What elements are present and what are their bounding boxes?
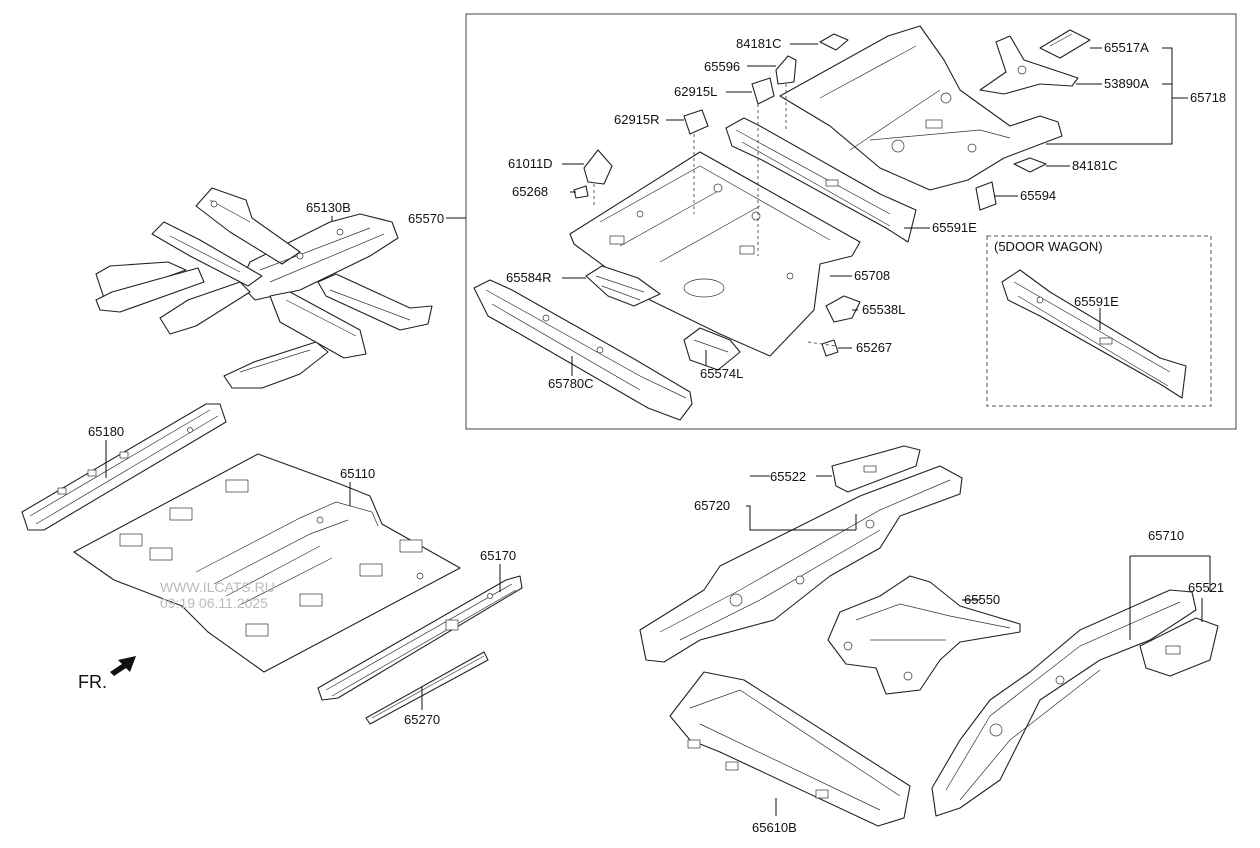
part-61011d-bracket [583, 149, 613, 185]
part-65591e-crossmember [725, 117, 917, 243]
watermark-site: WWW.ILCATS.RU [160, 579, 275, 595]
watermark-timestamp: 09:19 06.11.2025 [160, 595, 268, 611]
part-65130b-crossmember [95, 187, 433, 389]
part-65170-side-member [317, 575, 523, 701]
label-53890a[interactable]: 53890A [1104, 76, 1149, 91]
label-65270[interactable]: 65270 [404, 712, 440, 727]
part-65718-rear-floor-assy [779, 25, 1063, 191]
part-65180-sill [21, 403, 227, 531]
label-65610b[interactable]: 65610B [752, 820, 797, 835]
front-direction-label: FR. [78, 672, 107, 692]
part-65596-bracket [775, 55, 797, 85]
part-labels: 65570 84181C 65596 62915L 62915R 61011D … [88, 36, 1226, 835]
label-65517a[interactable]: 65517A [1104, 40, 1149, 55]
label-84181c-top[interactable]: 84181C [736, 36, 782, 51]
part-65521-plate [1139, 617, 1219, 677]
label-65594[interactable]: 65594 [1020, 188, 1056, 203]
label-65591e[interactable]: 65591E [932, 220, 977, 235]
label-65591e-wagon[interactable]: 65591E [1074, 294, 1119, 309]
label-61011d[interactable]: 61011D [508, 156, 553, 171]
part-62915r-bracket [683, 109, 709, 135]
part-62915l-bracket [751, 77, 775, 105]
label-65130b[interactable]: 65130B [306, 200, 351, 215]
label-65268[interactable]: 65268 [512, 184, 548, 199]
label-65718[interactable]: 65718 [1190, 90, 1226, 105]
label-65550[interactable]: 65550 [964, 592, 1000, 607]
part-65780c-crossmember [473, 279, 693, 421]
label-65596[interactable]: 65596 [704, 59, 740, 74]
label-65574l[interactable]: 65574L [700, 366, 743, 381]
part-65517a-plate [1039, 29, 1091, 59]
part-84181c-pad-right [1013, 157, 1047, 173]
label-65780c[interactable]: 65780C [548, 376, 594, 391]
label-65538l[interactable]: 65538L [862, 302, 905, 317]
part-53890a-bracket [979, 35, 1079, 95]
part-65522-plate [831, 445, 921, 493]
label-65180[interactable]: 65180 [88, 424, 124, 439]
part-65267-clip [821, 339, 839, 357]
label-65720[interactable]: 65720 [694, 498, 730, 513]
part-65574l-shield [683, 327, 741, 371]
dashed-alignment-lines [593, 84, 837, 347]
wagon-variant-frame [986, 235, 1212, 407]
label-65267[interactable]: 65267 [856, 340, 892, 355]
label-84181c-right[interactable]: 84181C [1072, 158, 1118, 173]
label-65708[interactable]: 65708 [854, 268, 890, 283]
label-65521[interactable]: 65521 [1188, 580, 1224, 595]
label-62915l[interactable]: 62915L [674, 84, 717, 99]
part-65584r-shield [585, 265, 661, 307]
part-65594-bracket [975, 181, 997, 211]
leader-lines [105, 43, 1211, 816]
front-arrow-icon [110, 656, 136, 676]
label-65584r[interactable]: 65584R [506, 270, 552, 285]
part-65270-strip [365, 651, 489, 725]
label-65710[interactable]: 65710 [1148, 528, 1184, 543]
wagon-variant-title: (5DOOR WAGON) [994, 239, 1103, 254]
part-65591e-wagon-crossmember [1001, 269, 1187, 399]
part-65720-side-member [639, 465, 963, 663]
label-65170[interactable]: 65170 [480, 548, 516, 563]
label-65522[interactable]: 65522 [770, 469, 806, 484]
part-65610b-rear-panel [669, 671, 911, 827]
rear-floor-group-frame [465, 13, 1237, 430]
label-65570[interactable]: 65570 [408, 211, 444, 226]
part-65110-floor [73, 453, 461, 673]
part-65550-crossmember [827, 575, 1021, 695]
part-65538l-bracket [825, 295, 861, 323]
label-62915r[interactable]: 62915R [614, 112, 660, 127]
label-65110[interactable]: 65110 [340, 466, 375, 481]
part-84181c-pad-top [819, 33, 849, 51]
part-65268-clip [573, 185, 589, 199]
